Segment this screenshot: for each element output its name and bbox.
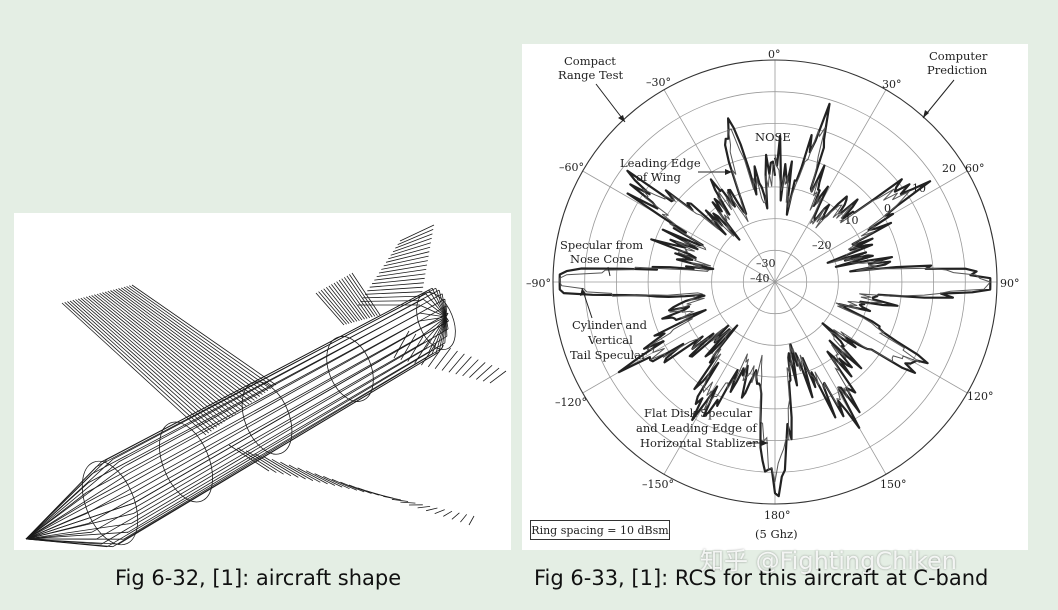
flat-disk-label-3: Horizontal Stablizer bbox=[640, 436, 758, 450]
grid-spoke bbox=[582, 170, 776, 283]
angle-label-150: 150° bbox=[880, 478, 907, 491]
cylinder-label-3: Tail Specular bbox=[570, 348, 647, 362]
ring-label-neg20: –20 bbox=[812, 239, 832, 252]
grid-spoke bbox=[774, 89, 887, 283]
angle-label-neg60: –60° bbox=[559, 161, 584, 174]
angle-label-neg30: –30° bbox=[646, 76, 671, 89]
grid-spoke bbox=[774, 281, 887, 475]
angle-label-neg120: –120° bbox=[555, 396, 587, 409]
leading-edge-label-2: of Wing bbox=[636, 170, 682, 184]
compact-range-label-2: Range Test bbox=[558, 68, 623, 82]
compact-range-arrow bbox=[595, 83, 626, 123]
rcs-curve-predicted bbox=[559, 126, 992, 482]
frequency-label: (5 Ghz) bbox=[755, 527, 798, 541]
compact-range-label-1: Compact bbox=[564, 54, 616, 68]
ring-label-neg10: –10 bbox=[839, 214, 859, 227]
aircraft-wireframe-panel bbox=[14, 213, 511, 550]
specular-nose-label-1: Specular from bbox=[560, 238, 643, 252]
watermark: 知乎 @FightingChiken bbox=[700, 547, 957, 575]
rcs-polar-panel: 0° 30° 60° 90° 120° 150° 180° –150° –120… bbox=[522, 44, 1028, 550]
specular-nose-label-2: Nose Cone bbox=[570, 252, 633, 266]
angle-label-60: 60° bbox=[965, 162, 985, 175]
grid-spoke bbox=[582, 281, 776, 394]
ring-label-10: 10 bbox=[912, 182, 926, 195]
angle-label-neg90: –90° bbox=[526, 277, 551, 290]
computer-prediction-label-2: Prediction bbox=[927, 63, 988, 77]
polar-grid bbox=[553, 60, 997, 504]
angle-label-120: 120° bbox=[967, 390, 994, 403]
leading-edge-label-1: Leading Edge bbox=[620, 156, 701, 170]
angle-label-0: 0° bbox=[768, 48, 781, 61]
angle-label-90: 90° bbox=[1000, 277, 1020, 290]
rcs-curve-measured bbox=[558, 102, 992, 498]
angle-label-180: 180° bbox=[764, 509, 791, 522]
computer-prediction-label-1: Computer bbox=[929, 49, 988, 63]
grid-spoke bbox=[663, 89, 776, 283]
grid-spoke bbox=[774, 281, 968, 394]
cylinder-label-1: Cylinder and bbox=[572, 318, 648, 332]
flat-disk-label-2: and Leading Edge of bbox=[636, 421, 758, 435]
rcs-polar-plot: 0° 30° 60° 90° 120° 150° 180° –150° –120… bbox=[526, 48, 1020, 541]
caption-aircraft-shape: Fig 6-32, [1]: aircraft shape bbox=[115, 566, 402, 590]
angle-label-30: 30° bbox=[882, 78, 902, 91]
aircraft-lines bbox=[25, 224, 507, 548]
cylinder-label-2: Vertical bbox=[587, 333, 633, 347]
ring-label-neg40: –40 bbox=[750, 272, 770, 285]
flat-disk-label-1: Flat Disk Specular bbox=[644, 406, 753, 420]
grid-spoke bbox=[663, 281, 776, 475]
computer-prediction-arrow bbox=[922, 79, 955, 119]
ring-label-20: 20 bbox=[942, 162, 956, 175]
outer-ring bbox=[552, 59, 998, 505]
nose-label: NOSE bbox=[755, 130, 791, 144]
specular-nose-arrow bbox=[607, 266, 611, 277]
caption-rcs: Fig 6-33, [1]: RCS for this aircraft at … bbox=[534, 566, 989, 590]
aircraft-wireframe bbox=[25, 224, 507, 548]
ring-spacing-legend: Ring spacing = 10 dBsm bbox=[530, 520, 670, 540]
angle-label-neg150: –150° bbox=[642, 478, 674, 491]
ring-label-0: 0 bbox=[884, 202, 891, 215]
ring-label-neg30: –30 bbox=[756, 257, 776, 270]
